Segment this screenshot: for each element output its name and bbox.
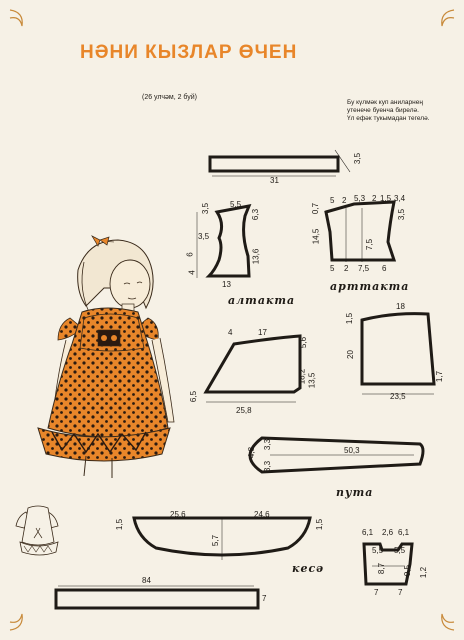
- dim-label: 17: [258, 328, 267, 337]
- label-kesa: кесә: [292, 562, 325, 575]
- dim-label: 4: [228, 328, 233, 337]
- dim-label: 3,3: [263, 438, 273, 451]
- dim-label: 3,3: [263, 460, 273, 473]
- dim-strip-width: 3,5: [353, 152, 363, 165]
- size-subtitle: (26 улчәм, 2 буй): [142, 94, 198, 101]
- back-bodice-piece: [324, 200, 397, 262]
- dim-label: 24,6: [254, 510, 270, 519]
- dim-label: 7: [374, 588, 379, 597]
- dim-label: 5,5: [372, 546, 384, 555]
- pocket-piece: [362, 542, 414, 586]
- dim-label: 2,6: [382, 528, 394, 537]
- dim-label: 13,6: [251, 248, 261, 265]
- strip-piece: [208, 155, 340, 173]
- dim-label: 13,5: [307, 372, 317, 389]
- dim-label: 5,5: [230, 200, 242, 209]
- front-bodice-piece: [205, 204, 252, 278]
- dim-label: 2: [372, 194, 377, 203]
- label-puta: пута: [336, 486, 374, 499]
- dim-label: 6,1: [398, 528, 410, 537]
- dim-label: 2: [344, 264, 349, 273]
- dim-label: 13: [222, 280, 231, 289]
- dim-label: 2: [342, 196, 347, 205]
- dim-label: 3,5: [397, 208, 407, 221]
- dim-label: 1,5: [315, 518, 325, 531]
- frill-piece: [132, 516, 312, 557]
- dim-label: 23,5: [390, 392, 406, 401]
- dim-label: 1,5: [115, 518, 125, 531]
- dim-label: 5,6: [299, 336, 309, 349]
- page-title: НӘНИ КЫЗЛАР ӨЧЕН: [80, 42, 298, 63]
- dim-label: 6,1: [362, 528, 374, 537]
- dim-label: 50,3: [344, 446, 360, 455]
- dim-label: 1,7: [435, 370, 445, 383]
- dim-label: 6,5: [189, 390, 199, 403]
- dim-label: 4: [187, 270, 197, 275]
- label-altakta: алтакта: [228, 294, 296, 307]
- dim-label: 5,3: [354, 194, 366, 203]
- description-note: Бу күлмәк куп аниларнең утенече буенча б…: [347, 99, 457, 123]
- dim-label: 6: [382, 264, 387, 273]
- dim-label: 1,5: [380, 194, 392, 203]
- skirt-back-piece: [360, 312, 436, 386]
- dim-label: 25,6: [170, 510, 186, 519]
- dim-label: 18: [396, 302, 405, 311]
- dim-label: 3,5: [201, 202, 211, 215]
- dim-strip-length: 31: [270, 176, 279, 185]
- dim-label: 0,7: [311, 202, 321, 215]
- dim-belt-width: 7: [262, 594, 267, 603]
- dim-label: 3,5: [198, 232, 210, 241]
- dim-label: 6: [185, 252, 195, 257]
- dim-label: 8,7: [377, 562, 387, 575]
- skirt-front-piece: [203, 334, 302, 394]
- label-arttakta: арттакта: [330, 280, 410, 293]
- dim-belt-length: 84: [142, 576, 151, 585]
- sleeve-tie-piece: [248, 436, 425, 474]
- dim-label: 7: [398, 588, 403, 597]
- dim-label: 1,5: [345, 312, 355, 325]
- note-line: Бу күлмәк куп аниларнең: [347, 99, 423, 106]
- dim-label: 18,2: [297, 368, 307, 385]
- dim-label: 4,8: [247, 446, 257, 459]
- dim-label: 7,5: [358, 264, 370, 273]
- dim-label: 5,5: [394, 546, 406, 555]
- belt-piece: [54, 588, 260, 610]
- note-line: Үл ефәк тукымадан тегелә.: [347, 115, 430, 122]
- dim-label: 20: [345, 350, 355, 359]
- dim-label: 9,5: [403, 564, 413, 577]
- dim-label: 25,8: [236, 406, 252, 415]
- note-line: утенече буенча бирелә.: [347, 107, 419, 114]
- dim-label: 5: [330, 196, 335, 205]
- dim-label: 14,5: [311, 228, 321, 245]
- dim-label: 6,3: [251, 208, 261, 221]
- dim-label: 7,5: [365, 238, 375, 251]
- dim-label: 5,7: [211, 534, 221, 547]
- dim-label: 5: [330, 264, 335, 273]
- dim-label: 1,2: [419, 566, 429, 579]
- dim-label: 3,4: [394, 194, 406, 203]
